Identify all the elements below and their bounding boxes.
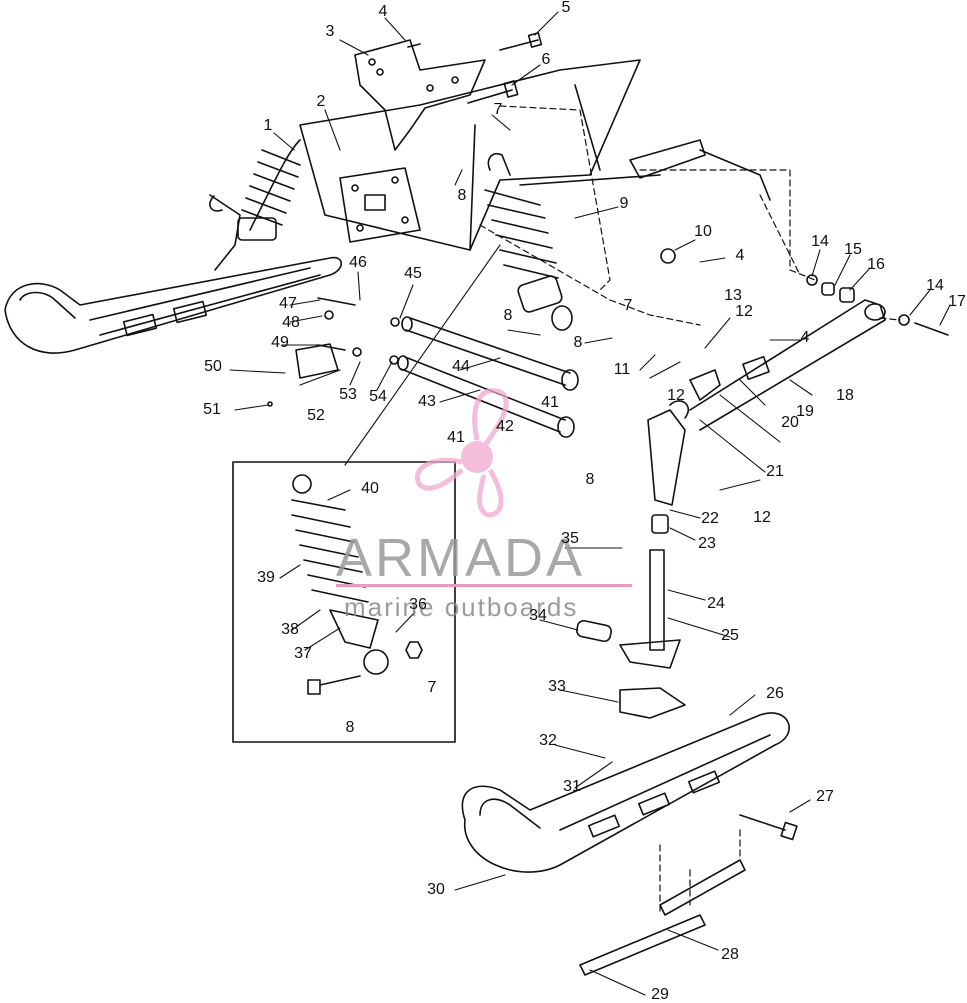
callout-4: 4 [378, 3, 388, 20]
frame-bulkhead-drawing [299, 59, 771, 251]
callout-12: 12 [667, 387, 685, 404]
callout-33: 33 [548, 678, 566, 695]
callout-10: 10 [694, 223, 712, 240]
callout-8: 8 [503, 307, 513, 324]
callout-4: 4 [735, 247, 745, 264]
wear-bar-drawing [659, 859, 746, 916]
callout-39: 39 [257, 569, 275, 586]
callout-8: 8 [345, 719, 355, 736]
callout-48: 48 [282, 314, 300, 331]
carbide-runner-drawing [579, 914, 706, 976]
callout-22: 22 [701, 510, 719, 527]
radius-rod-drawing [689, 299, 886, 431]
callout-1: 1 [263, 117, 273, 134]
callout-47: 47 [279, 295, 297, 312]
ski-bolt-drawing [739, 814, 786, 831]
callout-8: 8 [457, 187, 467, 204]
spindle-drawing [576, 514, 681, 669]
callout-27: 27 [816, 788, 834, 805]
callout-25: 25 [721, 627, 739, 644]
callout-41: 41 [447, 429, 465, 446]
callout-8: 8 [585, 471, 595, 488]
callout-36: 36 [409, 596, 427, 613]
callout-19: 19 [796, 403, 814, 420]
callout-21: 21 [766, 463, 784, 480]
callout-37: 37 [294, 645, 312, 662]
left-ski-drawing [4, 194, 343, 354]
callout-50: 50 [204, 358, 222, 375]
inset-shock-drawing [291, 474, 423, 695]
bracket-drawing [354, 39, 486, 151]
callout-13: 13 [724, 287, 742, 304]
callout-32: 32 [539, 732, 557, 749]
inset-box [232, 461, 456, 743]
callout-29: 29 [651, 986, 669, 1003]
callout-11: 11 [613, 361, 631, 378]
callout-28: 28 [721, 946, 739, 963]
callout-42: 42 [496, 418, 514, 435]
callout-43: 43 [418, 393, 436, 410]
main-ski-drawing [461, 712, 790, 873]
callout-23: 23 [698, 535, 716, 552]
steering-plate-drawing [339, 167, 421, 243]
callout-24: 24 [707, 595, 725, 612]
callout-2: 2 [316, 93, 326, 110]
callout-45: 45 [404, 265, 422, 282]
callout-14: 14 [926, 277, 944, 294]
callout-7: 7 [623, 297, 633, 314]
propeller-logo-icon [415, 388, 509, 518]
callout-14: 14 [811, 233, 829, 250]
callout-12: 12 [753, 509, 771, 526]
watermark-underline [336, 584, 632, 587]
callout-5: 5 [561, 0, 571, 16]
callout-26: 26 [766, 685, 784, 702]
callout-34: 34 [529, 607, 547, 624]
callout-6: 6 [541, 51, 551, 68]
callout-15: 15 [844, 241, 862, 258]
bolt-5-drawing [499, 39, 539, 51]
callout-30: 30 [427, 881, 445, 898]
callout-40: 40 [361, 480, 379, 497]
callout-12: 12 [735, 303, 753, 320]
left-shock-drawing [237, 139, 301, 241]
callout-38: 38 [281, 621, 299, 638]
callout-51: 51 [203, 401, 221, 418]
watermark-tagline: marine outboards [344, 592, 579, 622]
ski-saddle-drawing [619, 687, 686, 719]
callout-9: 9 [619, 195, 629, 212]
callout-41: 41 [541, 394, 559, 411]
callout-4: 4 [800, 329, 810, 346]
callout-18: 18 [836, 387, 854, 404]
callout-20: 20 [781, 414, 799, 431]
callout-8: 8 [573, 334, 583, 351]
callout-54: 54 [369, 388, 387, 405]
callout-46: 46 [349, 254, 367, 271]
callout-16: 16 [867, 256, 885, 273]
watermark-brand: ARMADA [336, 528, 586, 588]
center-shock-drawing [484, 152, 573, 331]
callout-7: 7 [493, 101, 503, 118]
callout-52: 52 [307, 407, 325, 424]
callout-44: 44 [452, 358, 470, 375]
callout-53: 53 [339, 386, 357, 403]
callout-17: 17 [948, 293, 966, 310]
callout-3: 3 [325, 23, 335, 40]
callout-7: 7 [427, 679, 437, 696]
callout-31: 31 [563, 778, 581, 795]
callout-49: 49 [271, 334, 289, 351]
callout-35: 35 [561, 530, 579, 547]
spindle-housing-drawing [647, 355, 770, 506]
a-arm-rods-drawing [397, 316, 579, 438]
